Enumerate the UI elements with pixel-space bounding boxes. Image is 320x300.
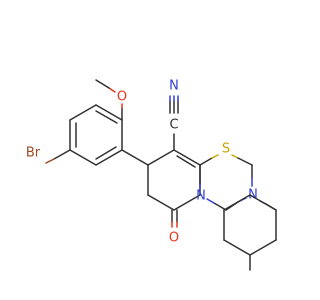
bond-oxygen-methyl xyxy=(95,79,110,89)
structure-svg: O Br O C N xyxy=(26,79,277,271)
bond-oxygen-methyl-o xyxy=(108,87,116,93)
bromine-label: Br xyxy=(26,146,41,161)
nitrile-nitrogen-label: N xyxy=(169,79,179,94)
bond-ring-bromine xyxy=(53,149,71,160)
bond-ring-bromine-br xyxy=(45,158,55,164)
pyridinone-ring xyxy=(147,149,201,211)
carbonyl-oxygen-label: O xyxy=(169,231,179,246)
bromomethoxyphenyl-ring xyxy=(69,104,123,166)
ring-nitrogen-3-label: N xyxy=(248,188,258,203)
nitrile-carbon-label: C xyxy=(169,118,178,133)
tolyl-ring xyxy=(223,194,277,256)
bond-aryl-c8 xyxy=(121,149,149,166)
ring-nitrogen-5-label: N xyxy=(196,189,206,204)
molecule-diagram: O Br O C N xyxy=(25,78,277,271)
methoxy-oxygen-label: O xyxy=(117,90,127,105)
thiadiazine-ring xyxy=(199,154,253,211)
sulfur-label: S xyxy=(222,142,230,157)
